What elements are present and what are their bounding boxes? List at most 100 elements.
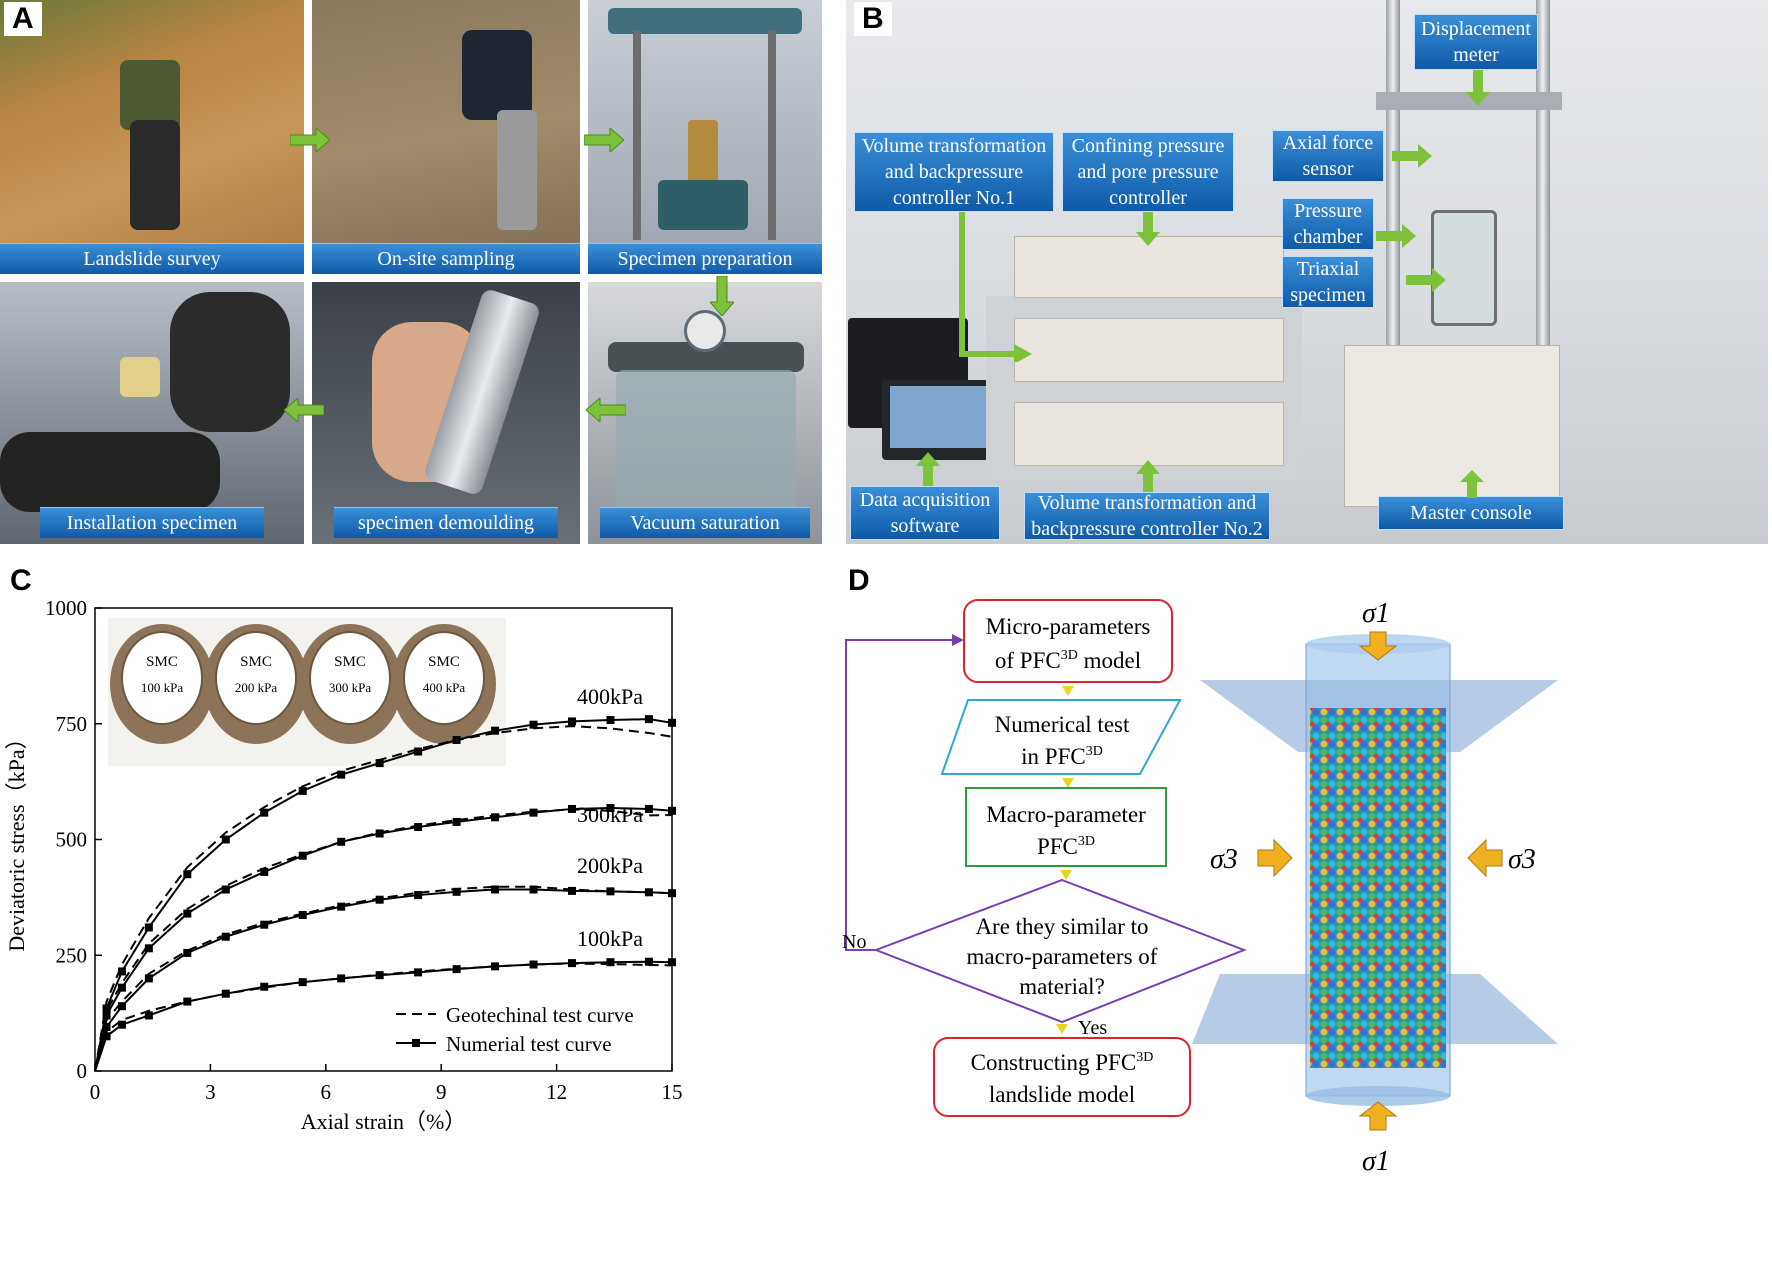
series-point-300kPa <box>144 944 153 953</box>
series-point-400kPa <box>144 923 153 932</box>
series-point-100kPa <box>102 1032 111 1041</box>
series-point-200kPa <box>452 887 461 896</box>
label-no: No <box>842 931 866 953</box>
box4-line2: landslide model <box>989 1082 1135 1107</box>
legend-solid-marker <box>412 1039 420 1047</box>
sigma3-right-label: σ3 <box>1508 844 1536 875</box>
series-point-200kPa <box>117 1002 126 1011</box>
series-point-100kPa <box>606 958 615 967</box>
series-point-200kPa <box>337 902 346 911</box>
series-point-100kPa <box>414 968 423 977</box>
series-point-200kPa <box>144 974 153 983</box>
curve-annotation: 200kPa <box>577 853 643 878</box>
arrow-down-icon <box>710 276 734 316</box>
arrow-right-icon <box>584 128 624 152</box>
x-tick-label: 3 <box>205 1080 216 1104</box>
dec-line1: Are they similar to <box>975 914 1148 939</box>
sigma3-left-label: σ3 <box>1210 844 1238 875</box>
y-tick-label: 750 <box>56 712 88 736</box>
series-point-300kPa <box>337 837 346 846</box>
arrow-down-icon <box>1060 870 1072 880</box>
panel-d-letter: D <box>848 564 870 597</box>
series-point-100kPa <box>375 971 384 980</box>
arrow-down-icon <box>1136 212 1160 246</box>
series-line-200kPa <box>94 888 673 1072</box>
loading-frame-crossbar <box>1376 92 1562 110</box>
arrow-left-icon <box>284 398 324 422</box>
caption-installation-specimen: Installation specimen <box>40 507 264 538</box>
sigma1-top-arrow-icon <box>1358 631 1398 661</box>
curve-annotation: 100kPa <box>577 926 643 951</box>
press-mould <box>688 120 718 190</box>
master-console-body <box>1344 345 1560 507</box>
curve-annotation: 400kPa <box>577 684 643 709</box>
series-point-200kPa <box>644 888 653 897</box>
series-point-100kPa <box>144 1011 153 1020</box>
series-point-400kPa <box>117 967 126 976</box>
label-displacement-meter: Displacement meter <box>1414 14 1538 70</box>
caption-specimen-demoulding: specimen demoulding <box>334 507 558 538</box>
photo-specimen-preparation: Specimen preparation <box>588 0 822 274</box>
legend-dashed-label: Geotechinal test curve <box>446 1003 634 1027</box>
series-point-200kPa <box>221 932 230 941</box>
series-point-100kPa <box>221 989 230 998</box>
series-point-400kPa <box>668 718 676 727</box>
box3-line2: PFC3D <box>1037 834 1095 859</box>
series-point-300kPa <box>567 804 576 813</box>
caption-vacuum-saturation: Vacuum saturation <box>600 507 810 538</box>
series-point-300kPa <box>117 983 126 992</box>
pfc-flowchart: No Micro-parameters of PFC3D model Numer… <box>842 598 1558 1177</box>
label-triaxial-specimen: Triaxial specimen <box>1282 256 1374 308</box>
label-yes: Yes <box>1078 1017 1107 1039</box>
series-point-300kPa <box>298 851 307 860</box>
pointer-line-vt1 <box>959 212 1032 362</box>
series-point-400kPa <box>452 735 461 744</box>
panel-a-letter: A <box>4 2 42 36</box>
photo-landslide-survey: Landslide survey <box>0 0 304 274</box>
press-jack <box>658 180 748 230</box>
photo-on-site-sampling: On-site sampling <box>312 0 580 274</box>
series-point-400kPa <box>491 726 500 735</box>
label-vt-controller-1: Volume transformation and backpressure c… <box>854 132 1054 212</box>
series-point-100kPa <box>452 965 461 974</box>
specimen-pressure-label: 100 kPa <box>141 680 183 695</box>
series-point-100kPa <box>183 997 192 1006</box>
panel-a: A Landslide survey On-site sampling Spec… <box>0 0 822 544</box>
sigma1-bottom-arrow-icon <box>1358 1101 1398 1131</box>
sigma3-left-arrow-icon <box>1257 838 1293 878</box>
series-line-100kPa <box>94 960 673 1072</box>
series-point-300kPa <box>668 806 676 815</box>
y-tick-label: 0 <box>77 1059 88 1083</box>
label-data-acquisition: Data acquisition software <box>850 486 1000 540</box>
x-tick-label: 15 <box>662 1080 683 1104</box>
series-point-100kPa <box>529 960 538 969</box>
arrow-right-icon <box>290 128 330 152</box>
x-tick-label: 0 <box>90 1080 101 1104</box>
arrow-right-icon <box>952 634 964 646</box>
box-micro-parameters <box>963 599 1173 683</box>
series-point-400kPa <box>644 715 653 724</box>
particle-assembly <box>1310 708 1446 1068</box>
arrow-right-icon <box>1406 268 1446 292</box>
series-point-400kPa <box>337 770 346 779</box>
series-line-300kPa <box>94 807 673 1072</box>
arrow-down-icon <box>1062 686 1074 696</box>
series-point-400kPa <box>375 759 384 768</box>
box1-line2: of PFC3D model <box>995 648 1141 673</box>
series-point-200kPa <box>298 910 307 919</box>
laptop-screen <box>890 386 992 448</box>
series-point-300kPa <box>183 909 192 918</box>
specimen-label: SMC <box>146 654 178 670</box>
series-point-300kPa <box>452 817 461 826</box>
photo-specimen-demoulding: specimen demoulding <box>312 282 580 544</box>
specimen-pressure-label: 200 kPa <box>235 680 277 695</box>
arrow-up-icon <box>1136 460 1160 492</box>
box1-line1: Micro-parameters <box>986 614 1151 639</box>
series-point-300kPa <box>375 829 384 838</box>
series-point-200kPa <box>183 948 192 957</box>
series-line-200kPa <box>94 885 673 1072</box>
